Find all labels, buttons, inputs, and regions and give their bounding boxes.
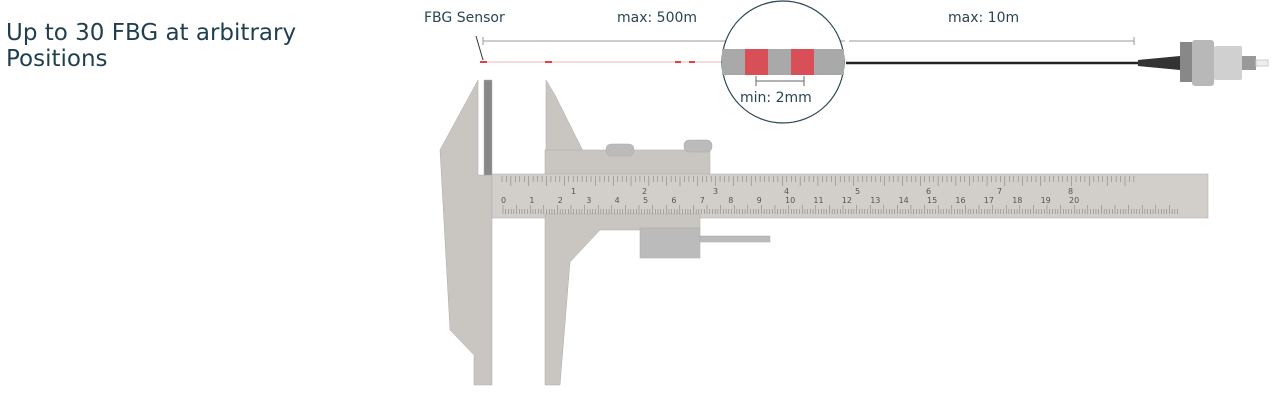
- inch-label: 6: [926, 187, 931, 196]
- grating-1: [745, 49, 768, 75]
- inch-label: 2: [642, 187, 647, 196]
- fbg-gratings: [480, 61, 695, 63]
- cm-label: 1: [529, 196, 534, 205]
- fiber-connector: [1138, 40, 1269, 86]
- cm-label: 6: [671, 196, 676, 205]
- cm-label: 9: [757, 196, 762, 205]
- caliper: [439, 79, 1209, 386]
- fbg-sensor-label: FBG Sensor: [424, 10, 505, 26]
- cm-label: 11: [813, 196, 823, 205]
- inch-label: 3: [713, 187, 718, 196]
- cm-label: 12: [842, 196, 852, 205]
- cm-label: 10: [785, 196, 795, 205]
- cm-label: 5: [643, 196, 648, 205]
- max-fiber-length-label: max: 500m: [617, 10, 698, 26]
- cm-label: 19: [1041, 196, 1051, 205]
- cm-label: 16: [955, 196, 965, 205]
- diagram-title: Up to 30 FBG at arbitrary Positions: [6, 20, 297, 72]
- max-lead-length-label: max: 10m: [948, 10, 1020, 26]
- cm-label: 7: [700, 196, 705, 205]
- cm-label: 20: [1069, 196, 1079, 205]
- inch-label: 4: [784, 187, 789, 196]
- cm-label: 14: [899, 196, 909, 205]
- magnifier-inset: [721, 0, 845, 124]
- cm-label: 13: [870, 196, 880, 205]
- inch-label: 7: [997, 187, 1002, 196]
- cm-label: 4: [615, 196, 620, 205]
- cm-label: 0: [501, 196, 506, 205]
- grating-2: [791, 49, 814, 75]
- inch-label: 8: [1068, 187, 1073, 196]
- min-spacing-label: min: 2mm: [740, 90, 812, 106]
- cm-label: 3: [586, 196, 591, 205]
- cm-label: 17: [984, 196, 994, 205]
- cm-label: 18: [1012, 196, 1022, 205]
- cm-label: 8: [728, 196, 733, 205]
- cm-label: 2: [558, 196, 563, 205]
- cm-label: 15: [927, 196, 937, 205]
- inch-label: 1: [571, 187, 576, 196]
- inch-label: 5: [855, 187, 860, 196]
